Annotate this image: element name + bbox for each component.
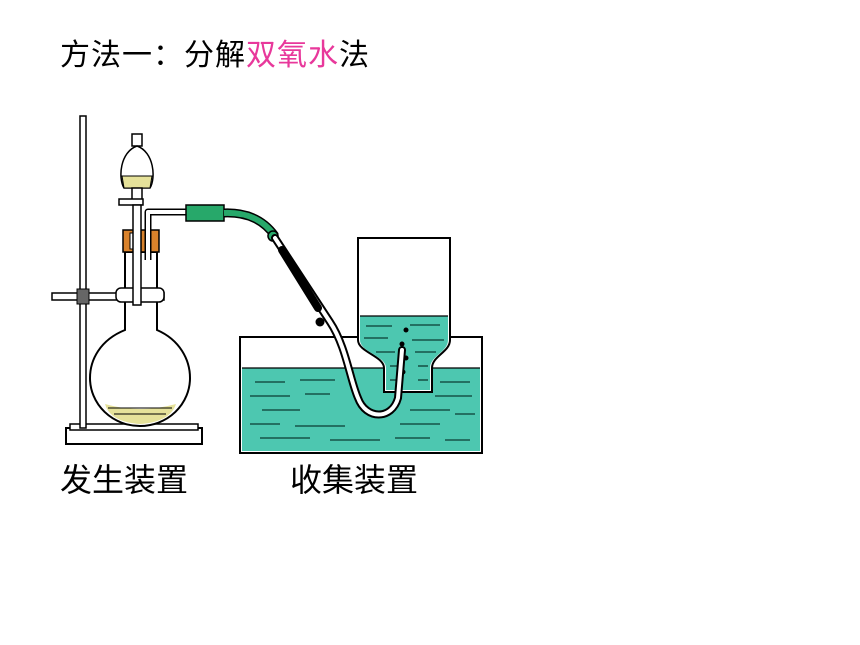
iron-stand — [51, 115, 203, 445]
separatory-funnel — [118, 133, 154, 306]
title-suffix: 法 — [339, 38, 370, 73]
delivery-tube-glass — [144, 208, 188, 260]
flask — [88, 251, 192, 427]
collector-label: 收集装置 — [290, 461, 419, 499]
rubber-tube — [185, 204, 279, 242]
title-highlight: 双氧水 — [246, 38, 339, 73]
delivery-tube-into-water — [271, 234, 406, 419]
page-title: 方法一：分解双氧水法 — [60, 30, 370, 74]
generator-label: 发生装置 — [60, 461, 189, 499]
title-prefix: 方法一：分解 — [60, 38, 246, 73]
